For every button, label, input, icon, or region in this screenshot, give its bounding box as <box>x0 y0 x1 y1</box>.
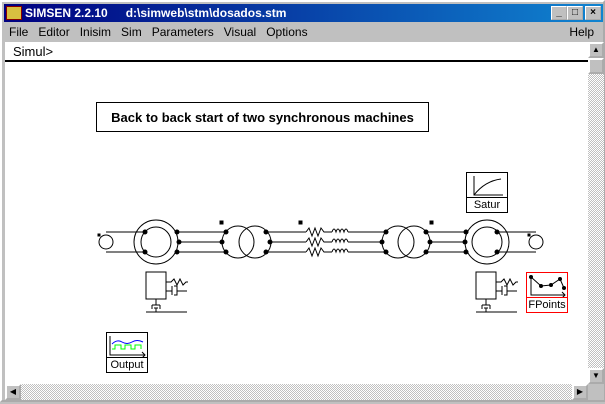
command-line[interactable]: Simul> <box>5 42 588 62</box>
scroll-up-button[interactable]: ▲ <box>588 42 604 58</box>
vertical-scroll-thumb[interactable] <box>588 58 604 74</box>
output-graph-icon <box>109 336 146 358</box>
file-path: d:\simweb\stm\dosados.stm <box>125 6 287 20</box>
menu-help[interactable]: Help <box>569 25 594 39</box>
menu-visual[interactable]: Visual <box>223 25 257 39</box>
right-mechanical-mass[interactable] <box>475 271 518 313</box>
menu-file[interactable]: File <box>9 25 29 39</box>
fpoints-block[interactable]: FPoints <box>526 272 568 313</box>
output-block[interactable]: Output <box>106 332 148 373</box>
vertical-scrollbar[interactable]: ▲ ▼ <box>588 42 604 384</box>
left-mechanical-mass[interactable] <box>145 271 188 313</box>
satur-block[interactable]: Satur <box>466 172 508 213</box>
maximize-button[interactable]: □ <box>567 6 583 20</box>
right-source[interactable] <box>527 233 544 250</box>
wires <box>106 231 536 253</box>
app-title: SIMSEN 2.2.10 <box>25 6 108 20</box>
app-icon[interactable] <box>6 6 22 20</box>
function-points-icon <box>529 275 566 298</box>
close-button[interactable]: × <box>585 6 601 20</box>
menu-editor[interactable]: Editor <box>38 25 70 39</box>
left-machine[interactable] <box>133 219 179 265</box>
fpoints-label: FPoints <box>527 297 567 311</box>
horizontal-scrollbar[interactable]: ◀ ▶ <box>5 384 588 400</box>
scroll-down-button[interactable]: ▼ <box>588 368 604 384</box>
diagram-title[interactable]: Back to back start of two synchronous ma… <box>96 102 429 132</box>
diagram-canvas[interactable] <box>5 62 588 384</box>
menu-inisim[interactable]: Inisim <box>79 25 112 39</box>
scroll-right-button[interactable]: ▶ <box>572 384 588 400</box>
line-impedance[interactable] <box>298 220 349 258</box>
menu-options[interactable]: Options <box>266 25 308 39</box>
resize-grip[interactable] <box>588 384 604 400</box>
output-label: Output <box>107 357 147 372</box>
menu-parameters[interactable]: Parameters <box>151 25 214 39</box>
minimize-button[interactable]: _ <box>551 6 567 20</box>
saturation-curve-icon <box>473 176 503 196</box>
menu-bar: File Editor Inisim Sim Parameters Visual… <box>4 23 603 41</box>
node-dots <box>142 229 500 255</box>
menu-sim[interactable]: Sim <box>121 25 142 39</box>
satur-label: Satur <box>467 197 507 212</box>
right-machine[interactable] <box>464 219 510 265</box>
title-bar: SIMSEN 2.2.10 d:\simweb\stm\dosados.stm … <box>4 4 603 22</box>
scroll-left-button[interactable]: ◀ <box>5 384 21 400</box>
left-source[interactable] <box>97 233 114 250</box>
